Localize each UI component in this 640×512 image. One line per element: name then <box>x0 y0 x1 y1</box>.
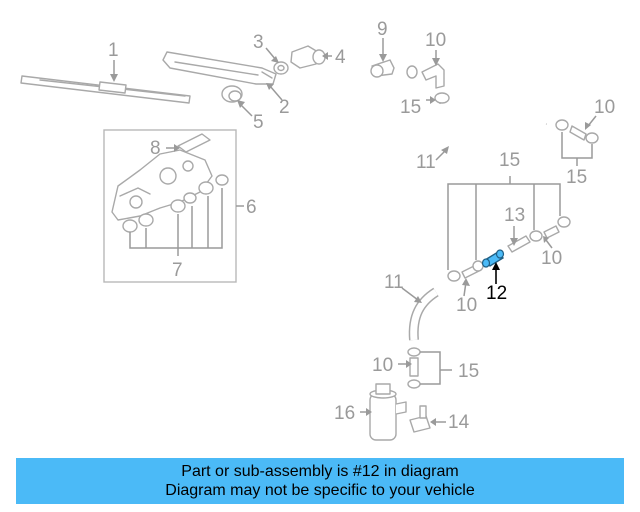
hose-connector-right-part <box>555 119 599 144</box>
hose-clip-part <box>434 92 450 104</box>
callout-10-top-right: 10 <box>594 97 615 118</box>
highlighted-connector-part-12 <box>481 249 505 268</box>
callout-10-elbow: 10 <box>425 30 446 51</box>
banner-line-1: Part or sub-assembly is #12 in diagram <box>181 463 459 480</box>
callout-leader-lines <box>110 38 597 426</box>
washer-nozzle-part <box>370 59 395 78</box>
callout-15-center: 15 <box>499 150 520 171</box>
info-banner: Part or sub-assembly is #12 in diagram D… <box>16 458 624 504</box>
callout-10-lower: 10 <box>372 355 393 376</box>
callout-5: 5 <box>253 112 264 133</box>
callout-10-center-left: 10 <box>456 295 477 316</box>
lower-washer-hose-part <box>408 287 439 341</box>
callout-15-upper: 15 <box>400 97 421 118</box>
nut-part <box>273 61 289 75</box>
callout-13: 13 <box>504 205 525 226</box>
callout-7: 7 <box>172 260 183 281</box>
motor-connector-part <box>177 133 211 153</box>
washer-pump-part <box>409 405 431 433</box>
callout-2: 2 <box>279 97 290 118</box>
callout-11-upper: 11 <box>416 152 436 173</box>
grommet-part <box>221 85 243 103</box>
callout-16: 16 <box>334 403 355 424</box>
washer-reservoir-part <box>369 383 407 441</box>
banner-line-2: Diagram may not be specific to your vehi… <box>165 482 475 499</box>
upper-washer-hose-part <box>436 103 547 156</box>
callout-12-leader <box>492 262 500 284</box>
callout-8: 8 <box>150 138 161 159</box>
hose-elbow-part <box>406 63 445 89</box>
callout-12: 12 <box>486 283 507 304</box>
callout-10-center-right: 10 <box>541 248 562 269</box>
hose-connectors-lower-part <box>407 347 421 389</box>
callout-6: 6 <box>246 197 257 218</box>
callout-9: 9 <box>377 19 388 40</box>
callout-labels: 1 2 3 4 5 6 7 8 9 10 15 11 10 15 15 13 1… <box>108 19 615 433</box>
motor-bushings-part <box>122 174 229 233</box>
callout-4: 4 <box>335 47 346 68</box>
callout-3: 3 <box>253 32 264 53</box>
wiper-blade-part <box>20 75 191 104</box>
cap-part <box>290 45 326 69</box>
callout-15-right: 15 <box>566 167 587 188</box>
hose-connectors-center-part <box>447 216 571 282</box>
callout-15-lower: 15 <box>458 361 479 382</box>
callout-11-lower: 11 <box>384 272 404 293</box>
callout-1: 1 <box>108 40 119 61</box>
callout-14: 14 <box>448 412 470 433</box>
wiper-motor-part <box>111 149 213 221</box>
wiper-arm-part <box>162 51 277 85</box>
